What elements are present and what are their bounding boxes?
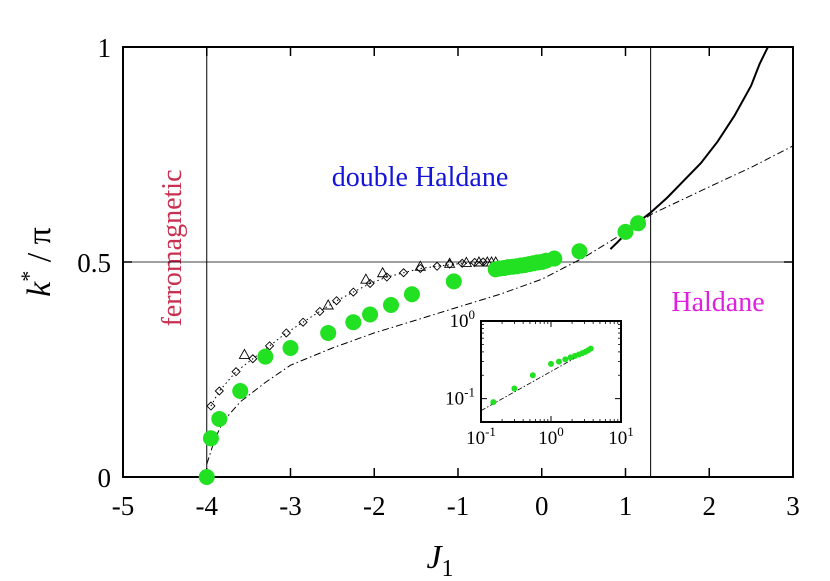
green-data-point: [202, 430, 219, 447]
diamond-marker: [214, 386, 224, 396]
diamond-marker: [281, 328, 291, 338]
x-axis-title-sub: 1: [442, 556, 454, 581]
x-tick-label: -2: [363, 491, 386, 521]
dash-dot-curve: [206, 145, 794, 465]
y-axis-title-sup: *: [16, 271, 41, 282]
inset-x-tick-label: 10-1: [466, 424, 496, 449]
diamond-marker: [231, 367, 241, 377]
x-tick-label: 1: [619, 491, 633, 521]
inset-data-point: [529, 372, 536, 379]
region-label-ferromagnetic: ferromagnetic: [157, 169, 188, 326]
open-markers: [206, 256, 502, 411]
x-tick-label: 3: [786, 491, 800, 521]
inset-content: 10-1 100 101 100 10-1: [445, 307, 634, 449]
green-data-point: [362, 306, 379, 323]
inset-x-tick-label: 101: [608, 424, 634, 449]
green-data-point: [546, 250, 563, 267]
inset-data-point: [548, 360, 554, 367]
diamond-marker: [365, 278, 375, 289]
x-axis-title: J1: [426, 539, 453, 581]
diamond-marker: [331, 296, 342, 306]
x-tick-label: 0: [535, 491, 549, 521]
x-tick-label: -4: [196, 491, 219, 521]
triangle-marker: [443, 257, 456, 268]
inset-data-point: [562, 356, 569, 363]
green-data-point: [630, 215, 647, 232]
triangle-marker: [414, 260, 427, 271]
y-tick-label: 0: [98, 463, 112, 493]
inset-data-point: [587, 345, 594, 352]
green-data-point: [383, 297, 399, 313]
triangle-marker: [376, 266, 389, 278]
inset-y-tick-label: 10-1: [445, 385, 475, 410]
diamond-marker: [298, 317, 308, 327]
axis-ticks: -5 -4 -3 -2 -1 0 1 2 3 0 0.5 1: [77, 33, 800, 521]
diamond-marker: [382, 272, 392, 282]
y-tick-label: 0.5: [77, 248, 111, 278]
green-data-point: [320, 324, 337, 341]
diamond-marker: [398, 268, 409, 278]
reference-lines: [123, 47, 793, 477]
green-data-point: [257, 348, 274, 365]
triangle-marker: [460, 256, 473, 267]
triangle-marker: [322, 299, 334, 310]
green-data-point: [345, 314, 362, 331]
diamond-marker: [348, 287, 358, 297]
x-tick-label: -3: [279, 491, 302, 521]
green-data-point: [282, 340, 299, 356]
region-label-haldane: Haldane: [671, 287, 764, 318]
diamond-marker: [432, 261, 442, 271]
region-label-double-haldane: double Haldane: [332, 162, 509, 193]
triangle-marker: [360, 273, 372, 284]
y-axis-title: k* / π: [16, 227, 58, 297]
inset-data-point: [490, 399, 497, 406]
y-axis-title-rest: / π: [21, 227, 58, 271]
x-tick-label: 2: [703, 491, 717, 521]
inset-frame: [480, 320, 622, 423]
inset-y-tick-label: 100: [450, 307, 476, 332]
green-data-point: [403, 286, 420, 303]
y-axis-title-main: k: [21, 281, 58, 297]
inset-x-tick-label: 100: [538, 424, 564, 449]
inset-data-point: [555, 358, 562, 365]
diamond-marker: [248, 354, 258, 364]
triangle-marker: [238, 348, 251, 359]
inset-data-point: [511, 385, 518, 392]
dotted-curve: [210, 261, 500, 407]
x-tick-label: -5: [112, 491, 135, 521]
green-data-point: [617, 223, 634, 240]
green-data-point: [445, 273, 462, 290]
x-tick-label: -1: [447, 491, 470, 521]
diamond-marker: [206, 401, 216, 411]
triangle-marker: [473, 256, 485, 267]
green-data-point: [571, 243, 588, 260]
green-data-point: [198, 469, 215, 485]
diamond-marker: [315, 306, 325, 317]
green-data-point: [232, 383, 249, 399]
green-points: [198, 215, 647, 485]
green-data-point: [211, 410, 228, 427]
x-axis-title-main: J: [426, 539, 443, 576]
y-tick-label: 1: [98, 33, 112, 63]
diamond-marker: [415, 263, 425, 274]
inset-plot: 10-1 100 101 100 10-1: [445, 307, 634, 449]
diamond-marker: [457, 258, 467, 268]
